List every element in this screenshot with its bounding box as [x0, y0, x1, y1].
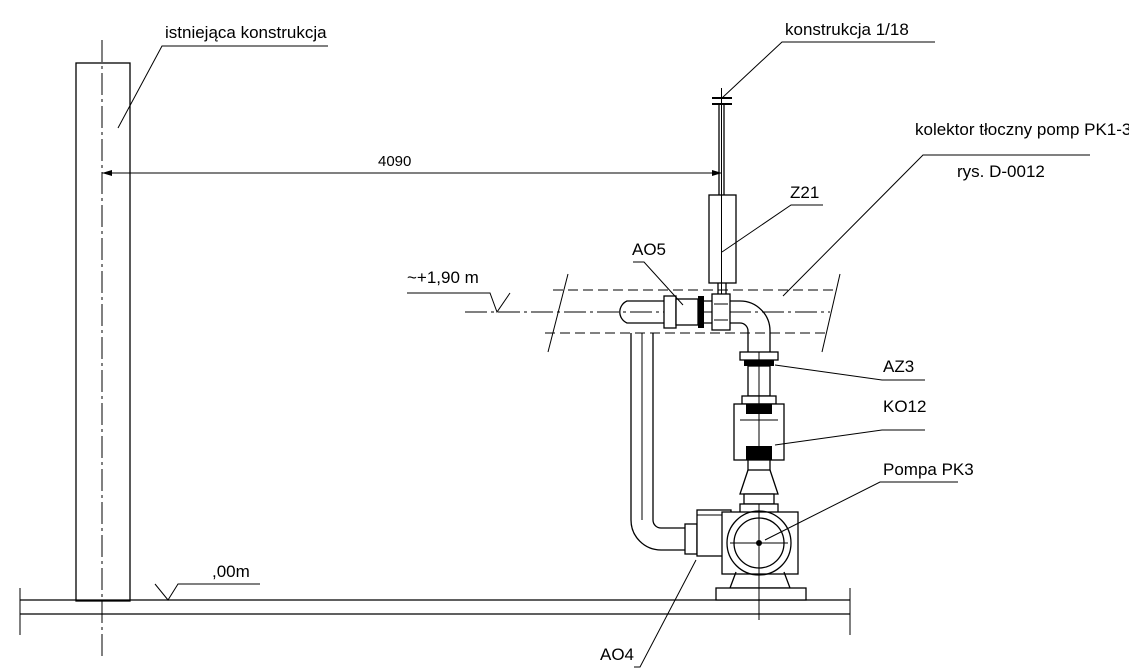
ao4-label: AO4 — [600, 645, 634, 664]
ao5-callout: AO5 — [632, 240, 684, 306]
structure-1-18: konstrukcja 1/18 — [712, 20, 935, 300]
top-horizontal-pipe — [619, 293, 740, 331]
structure-ref-label: konstrukcja 1/18 — [785, 20, 909, 39]
ko12-label: KO12 — [883, 397, 926, 416]
ao5-label: AO5 — [632, 240, 666, 259]
floor-elevation-marker: ,00m — [154, 562, 260, 601]
pump-label: Pompa PK3 — [883, 460, 974, 479]
collector-label: kolektor tłoczny pomp PK1-3 — [915, 120, 1129, 139]
discharge-collector: kolektor tłoczny pomp PK1-3 rys. D-0012 — [465, 120, 1129, 353]
existing-structure-label: istniejąca konstrukcja — [165, 23, 327, 42]
z21-hanger: Z21 — [708, 183, 823, 300]
dimension-value: 4090 — [378, 153, 411, 170]
az3-valve: AZ3 — [739, 351, 925, 400]
dimension-4090: 4090 — [102, 153, 722, 176]
right-elbow — [739, 300, 771, 352]
elevation-top-label: ~+1,90 m — [407, 268, 479, 287]
elevation-marker-top: ~+1,90 m — [407, 268, 511, 314]
existing-column — [75, 40, 131, 660]
ao4-callout: AO4 — [600, 559, 697, 668]
floor-elevation-label: ,00m — [212, 562, 250, 581]
z21-label: Z21 — [790, 183, 819, 202]
ko12-valve: KO12 — [733, 395, 926, 471]
existing-structure-callout: istniejąca konstrukcja — [117, 23, 328, 129]
floor-slab — [19, 588, 851, 635]
drawing-ref-label: rys. D-0012 — [957, 162, 1045, 181]
pump-reducer — [739, 469, 779, 505]
suction-pipe — [630, 333, 732, 557]
pump-pk3: Pompa PK3 — [715, 460, 974, 620]
az3-label: AZ3 — [883, 357, 914, 376]
